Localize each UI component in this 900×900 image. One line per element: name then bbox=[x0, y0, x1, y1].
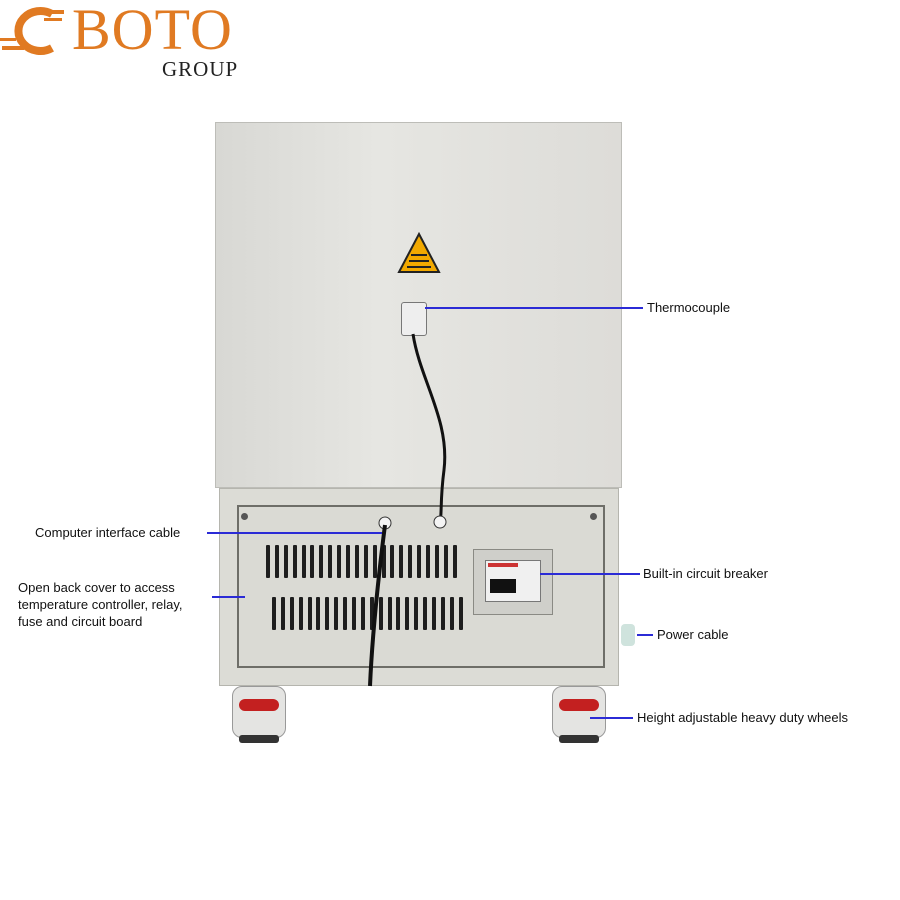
label-circuit-breaker: Built-in circuit breaker bbox=[643, 566, 768, 581]
leader-power-cable bbox=[637, 634, 653, 636]
power-cable-plug bbox=[621, 624, 635, 646]
logo-swirl-icon bbox=[0, 7, 64, 55]
label-wheels: Height adjustable heavy duty wheels bbox=[637, 710, 849, 725]
wheel-right bbox=[552, 686, 606, 743]
logo-brand: BOTO bbox=[72, 0, 233, 62]
label-computer-cable: Computer interface cable bbox=[35, 525, 181, 540]
vent-row-bottom bbox=[272, 597, 463, 630]
label-back-cover: Open back cover to access temperature co… bbox=[18, 580, 183, 629]
logo: BOTO GROUP bbox=[0, 0, 270, 82]
label-thermocouple: Thermocouple bbox=[647, 300, 731, 315]
warning-icon bbox=[397, 232, 441, 273]
leader-computer-cable bbox=[207, 532, 382, 534]
leader-circuit-breaker bbox=[540, 573, 640, 575]
wheel-left bbox=[232, 686, 286, 743]
circuit-breaker bbox=[485, 560, 541, 602]
logo-sub: GROUP bbox=[162, 57, 239, 81]
vent-row-top bbox=[266, 545, 457, 578]
screw bbox=[241, 513, 248, 520]
leader-back-cover bbox=[212, 596, 245, 598]
leader-wheels bbox=[590, 717, 633, 719]
leader-thermocouple bbox=[425, 307, 643, 309]
label-power-cable: Power cable bbox=[657, 627, 729, 642]
screw bbox=[590, 513, 597, 520]
